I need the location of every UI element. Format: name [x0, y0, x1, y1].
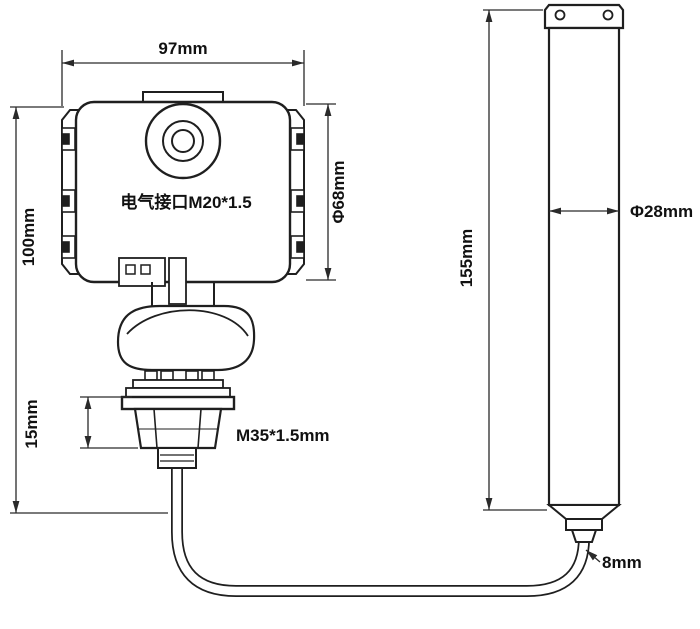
process-body — [116, 304, 256, 372]
terminal-screw-right — [140, 264, 151, 275]
right-ear-notches — [290, 127, 305, 259]
probe-cap-hole-left — [554, 9, 566, 21]
probe-drawing — [543, 3, 625, 543]
thread-spec-label: M35*1.5mm — [236, 426, 330, 445]
thread-stub — [157, 447, 197, 469]
flange-plate-1 — [132, 379, 224, 389]
flange-plate-wide — [120, 395, 236, 411]
connection-cable — [171, 466, 590, 597]
cable-outer — [171, 466, 590, 597]
probe-nose-tip — [570, 529, 598, 543]
electrical-interface-label: 电气接口M20*1.5 — [120, 192, 251, 212]
terminal-bracket — [118, 257, 166, 287]
flange-bolts — [144, 370, 215, 381]
dim-phi68-label: Φ68mm — [329, 160, 348, 223]
dim-100mm-label: 100mm — [19, 208, 38, 267]
probe-nose-taper — [546, 504, 622, 520]
left-ear-notches — [61, 127, 76, 259]
dim-phi28-label: Φ28mm — [630, 202, 693, 221]
terminal-screw-left — [125, 264, 136, 275]
transmitter-drawing — [61, 91, 305, 469]
process-body-contour — [126, 309, 249, 337]
probe-top-cap — [543, 3, 625, 30]
dim-15mm-label: 15mm — [22, 399, 41, 448]
dimensions: 97mm 100mm Φ68mm 电气接口M20*1.5 15mm M35*1.… — [10, 9, 693, 572]
cable-diameter-label: 8mm — [602, 553, 642, 572]
gland-inner-circle — [171, 129, 195, 153]
probe-cap-hole-right — [602, 9, 614, 21]
dim-97mm-label: 97mm — [158, 39, 207, 58]
probe-nose-collar — [565, 518, 603, 531]
cable-inner — [172, 466, 589, 596]
bracket-post — [168, 257, 187, 305]
dim-8-leader — [585, 549, 601, 563]
probe-body — [547, 26, 621, 507]
dim-155mm-label: 155mm — [457, 229, 476, 288]
flange-plate-2 — [125, 387, 231, 398]
